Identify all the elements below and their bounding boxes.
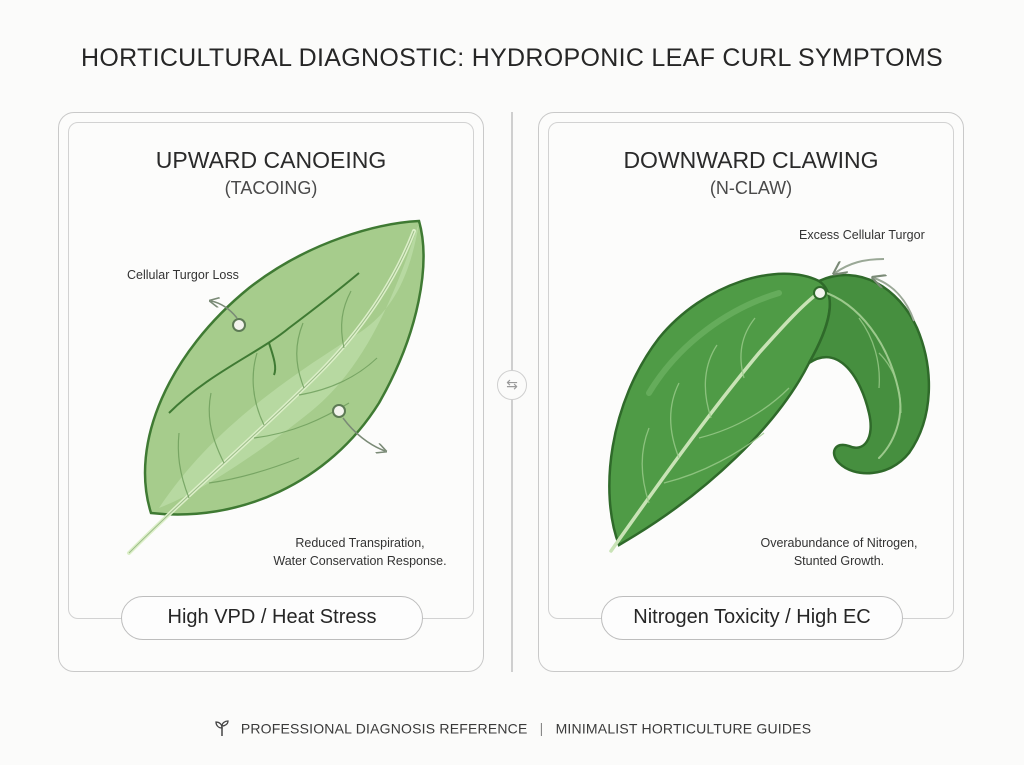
- excess-turgor-label: Excess Cellular Turgor: [799, 228, 925, 242]
- effect-label-line2: Water Conservation Response.: [273, 554, 447, 568]
- turgor-marker: [813, 286, 827, 300]
- panel-subheading: (N-CLAW): [709, 178, 793, 198]
- panel-subheading: (TACOING): [224, 178, 318, 198]
- clawing-leaf-illustration: [608, 258, 931, 553]
- panel-heading: UPWARD CANOEING: [155, 147, 387, 173]
- turgor-arrow-2: [874, 278, 915, 322]
- cause-pill: Nitrogen Toxicity / High EC: [601, 596, 903, 640]
- effect-label-line1: Reduced Transpiration,: [295, 536, 425, 550]
- panel-downward-clawing: DOWNWARD CLAWING (N-CLAW): [538, 112, 964, 672]
- turgor-marker: [232, 318, 246, 332]
- leaf-blade: [143, 219, 425, 516]
- cause-pill: High VPD / Heat Stress: [121, 596, 423, 640]
- leaf-fold: [159, 223, 419, 508]
- transpiration-marker: [332, 404, 346, 418]
- leaf-curl-edge: [168, 272, 360, 414]
- footer-right-text: MINIMALIST HORTICULTURE GUIDES: [555, 720, 812, 737]
- effect-label-line2: Stunted Growth.: [793, 554, 885, 568]
- footer-separator: |: [539, 720, 544, 737]
- turgor-arrow-1: [835, 258, 885, 273]
- sprout-icon: [215, 720, 229, 737]
- footer: PROFESSIONAL DIAGNOSIS REFERENCE | MINIM…: [0, 719, 1024, 737]
- leaf-veins: [641, 317, 902, 504]
- turgor-arrow: [211, 301, 238, 319]
- footer-left-text: PROFESSIONAL DIAGNOSIS REFERENCE: [240, 720, 528, 737]
- leaf-veins: [177, 290, 378, 499]
- panel-heading: DOWNWARD CLAWING: [623, 147, 879, 173]
- page-title: HORTICULTURAL DIAGNOSTIC: HYDROPONIC LEA…: [81, 44, 943, 72]
- canoeing-leaf-illustration: [127, 219, 425, 555]
- panel-upward-canoeing: UPWARD CANOEING (TACOING): [58, 112, 484, 672]
- effect-label-line1: Overabundance of Nitrogen,: [760, 536, 918, 550]
- transpiration-arrow: [342, 417, 385, 451]
- swap-arrows-icon: ⇆: [497, 370, 527, 400]
- turgor-loss-label: Cellular Turgor Loss: [127, 268, 239, 282]
